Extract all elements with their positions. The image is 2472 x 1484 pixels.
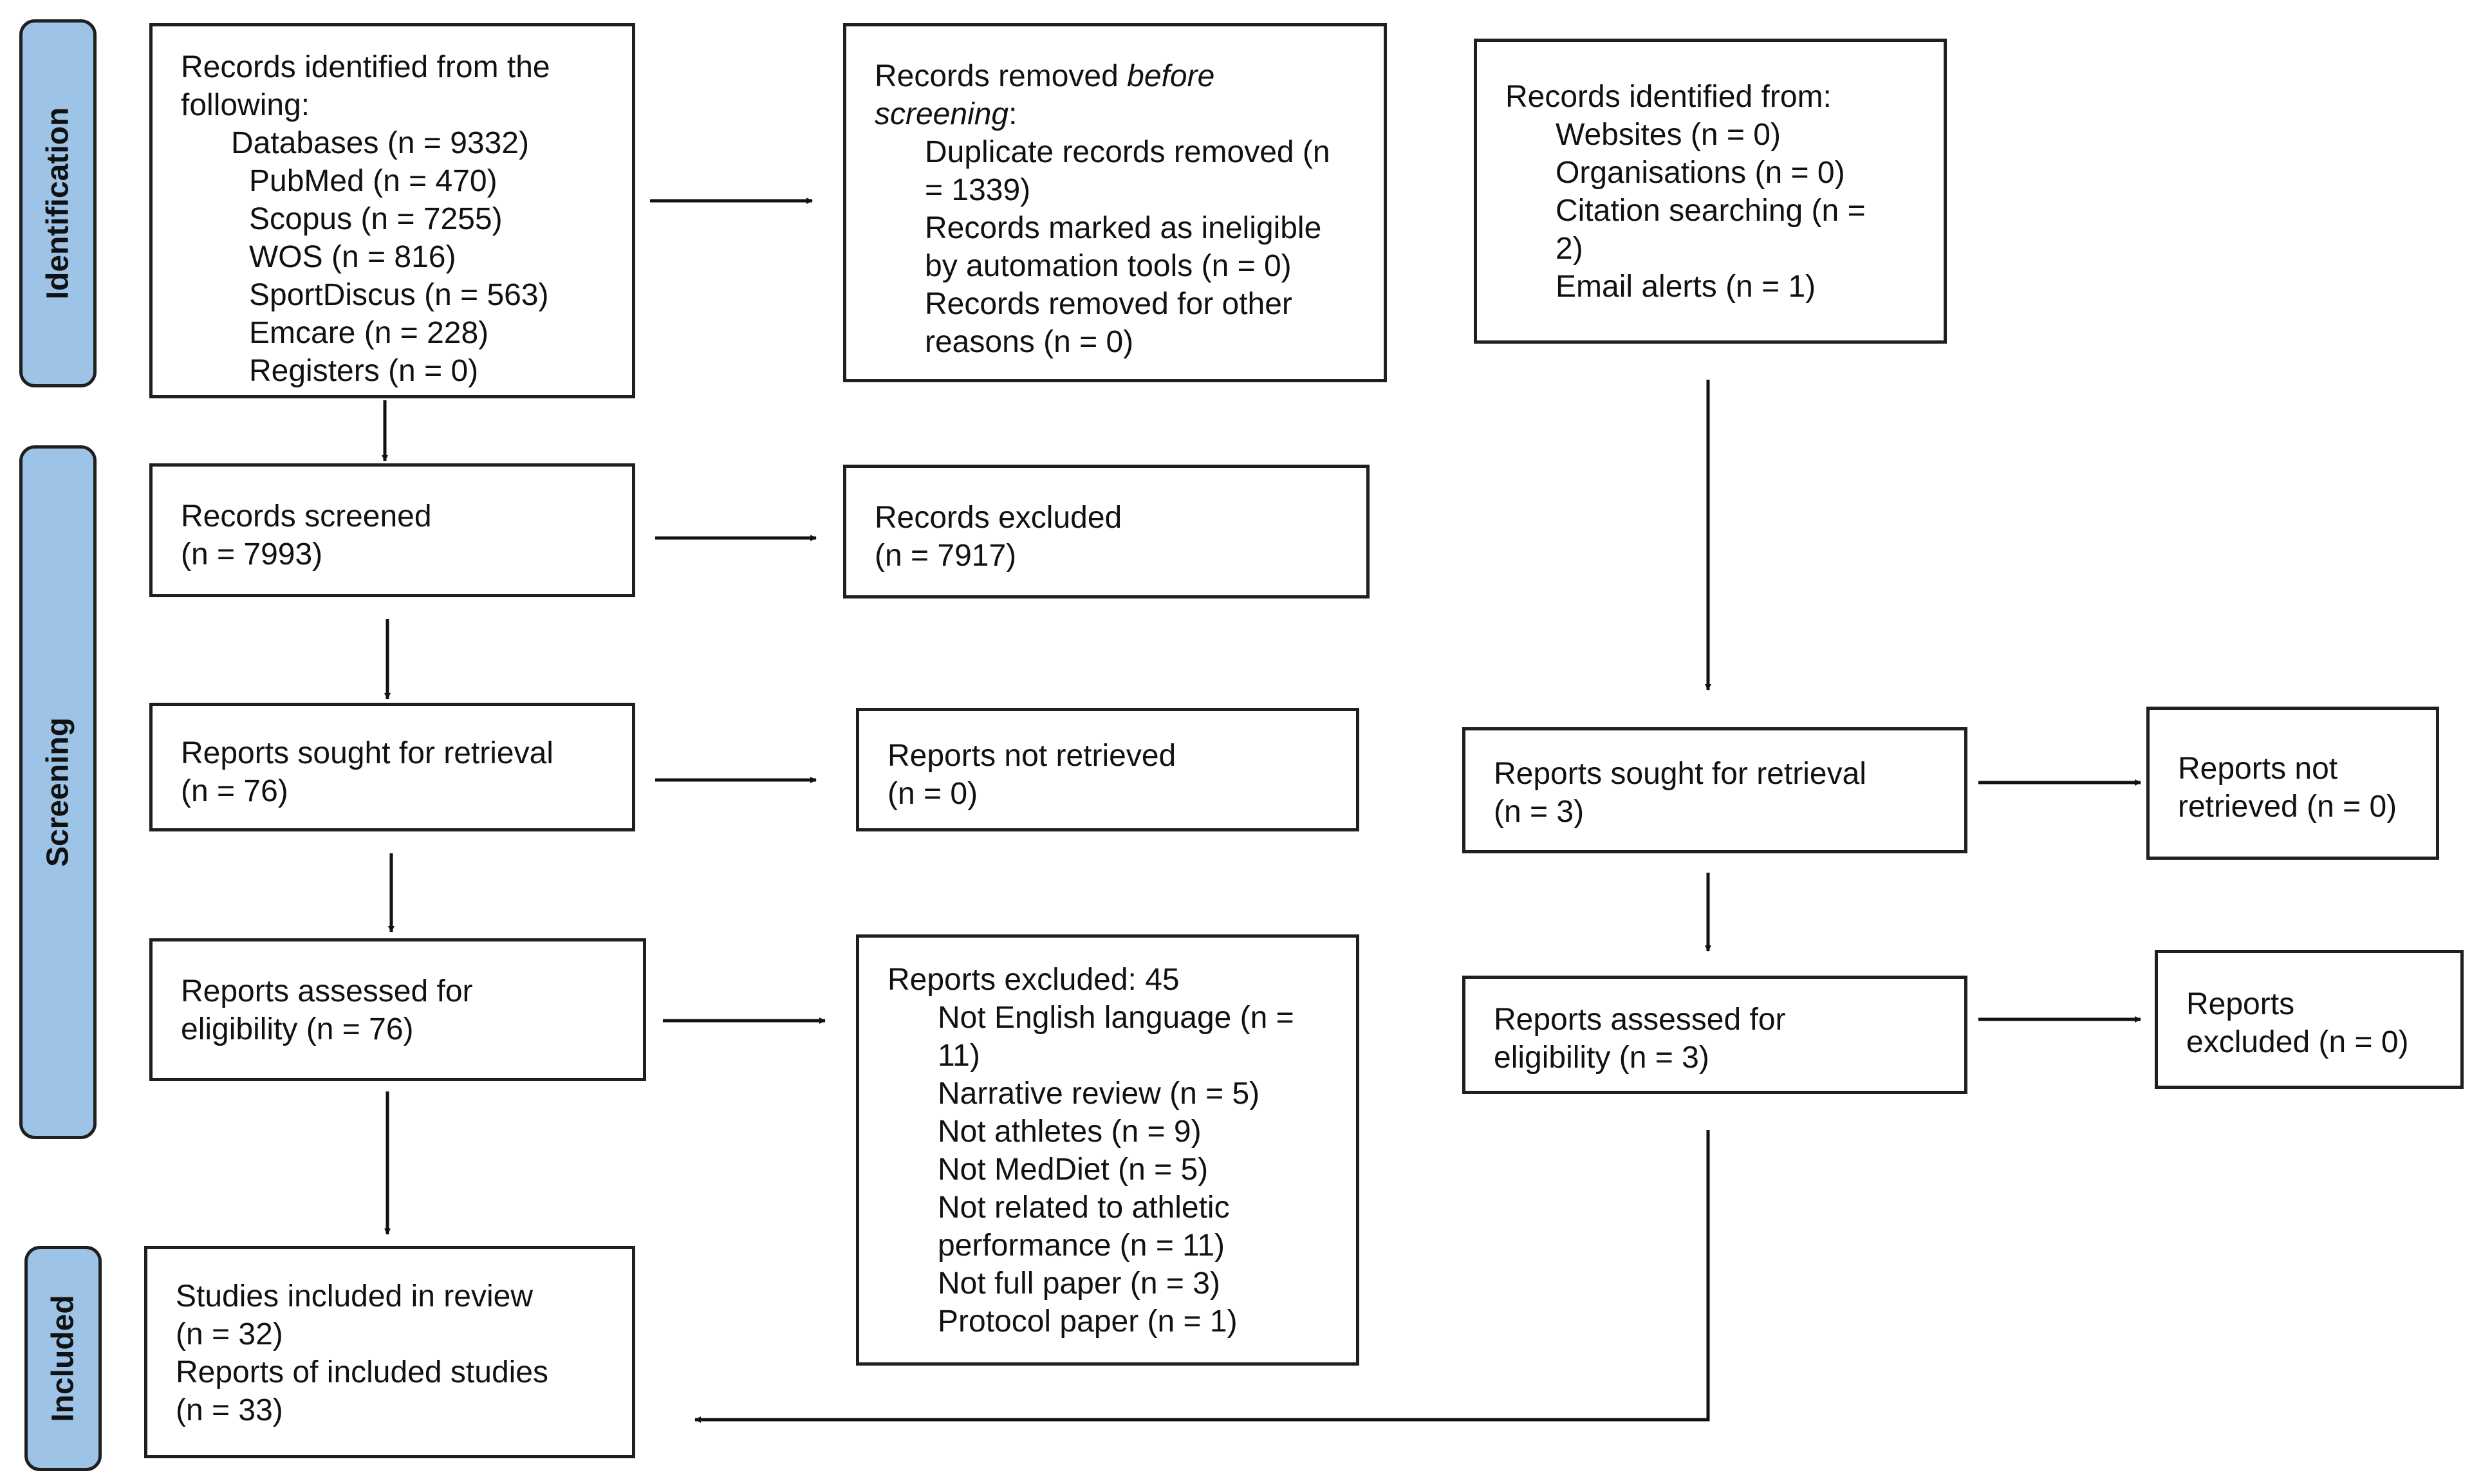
text-line: (n = 32) <box>176 1317 283 1351</box>
exclusion-reason: Not related to athletic <box>938 1191 1230 1225</box>
text-line: Reports assessed for <box>1494 1003 1786 1037</box>
text-line: Reports not retrieved <box>888 739 1176 773</box>
text-line: Records removed before <box>875 57 1358 95</box>
other-reports-not-retrieved-box: Reports not retrieved (n = 0) <box>2146 707 2439 860</box>
other-reports-assessed-box: Reports assessed for eligibility (n = 3) <box>1462 976 1967 1094</box>
text-line: Records identified from: <box>1505 80 1832 114</box>
text-line: excluded (n = 0) <box>2186 1025 2409 1059</box>
registers-count: Registers (n = 0) <box>249 354 479 388</box>
sportdiscus-count: SportDiscus (n = 563) <box>249 278 549 312</box>
text-line: Records excluded <box>875 501 1122 535</box>
text-line: Reports excluded: 45 <box>888 963 1180 997</box>
websites-count: Websites (n = 0) <box>1556 118 1781 152</box>
text-line: Reports sought for retrieval <box>1494 757 1866 791</box>
text-line: Reports sought for retrieval <box>181 736 553 770</box>
reports-excluded-box: Reports excluded: 45 Not English languag… <box>856 934 1359 1366</box>
exclusion-reason: Not full paper (n = 3) <box>938 1266 1220 1301</box>
text-fragment: Records removed <box>875 59 1128 93</box>
citation-searching-count: 2) <box>1556 232 1583 266</box>
phase-included: Included <box>24 1246 102 1471</box>
records-identified-databases-box: Records identified from the following: D… <box>149 23 635 398</box>
citation-searching-count: Citation searching (n = <box>1556 194 1866 228</box>
exclusion-reason: Not English language (n = <box>938 1001 1294 1035</box>
other-reports-excluded-box: Reports excluded (n = 0) <box>2155 950 2464 1089</box>
reports-not-retrieved-box: Reports not retrieved (n = 0) <box>856 708 1359 831</box>
text-line: retrieved (n = 0) <box>2178 790 2397 824</box>
text-fragment-italic: before <box>1127 59 1215 93</box>
email-alerts-count: Email alerts (n = 1) <box>1556 270 1816 304</box>
other-reports-sought-box: Reports sought for retrieval (n = 3) <box>1462 727 1967 853</box>
text-line: Reports of included studies <box>176 1355 548 1389</box>
text-line: Reports not <box>2178 752 2338 786</box>
records-identified-other-box: Records identified from: Websites (n = 0… <box>1474 39 1947 344</box>
exclusion-reason: Not MedDiet (n = 5) <box>938 1153 1209 1187</box>
exclusion-reason: Not athletes (n = 9) <box>938 1115 1202 1149</box>
text-line: (n = 76) <box>181 774 288 808</box>
text-line: (n = 3) <box>1494 795 1584 829</box>
text-fragment: : <box>1008 97 1018 131</box>
text-line: (n = 0) <box>888 777 978 811</box>
studies-included-box: Studies included in review (n = 32) Repo… <box>144 1246 635 1458</box>
other-removed: reasons (n = 0) <box>925 325 1134 359</box>
duplicates-removed: = 1339) <box>925 173 1031 207</box>
text-line: Records screened <box>181 499 432 533</box>
text-line: Reports <box>2186 987 2295 1021</box>
exclusion-reason: Narrative review (n = 5) <box>938 1077 1260 1111</box>
exclusion-reason: 11) <box>938 1039 980 1073</box>
text-line: Studies included in review <box>176 1279 533 1313</box>
duplicates-removed: Duplicate records removed (n <box>925 135 1330 169</box>
wos-count: WOS (n = 816) <box>249 240 456 274</box>
organisations-count: Organisations (n = 0) <box>1556 156 1845 190</box>
text-line: (n = 7917) <box>875 539 1017 573</box>
automation-removed: by automation tools (n = 0) <box>925 249 1292 283</box>
text-line: screening: <box>875 95 1358 133</box>
records-excluded-box: Records excluded (n = 7917) <box>843 465 1370 598</box>
pubmed-count: PubMed (n = 470) <box>249 164 497 198</box>
reports-sought-box: Reports sought for retrieval (n = 76) <box>149 703 635 831</box>
databases-count: Databases (n = 9332) <box>231 126 529 160</box>
records-screened-box: Records screened (n = 7993) <box>149 463 635 597</box>
exclusion-reason: performance (n = 11) <box>938 1229 1225 1263</box>
emcare-count: Emcare (n = 228) <box>249 316 489 350</box>
other-removed: Records removed for other <box>925 287 1292 321</box>
text-line: Reports assessed for <box>181 974 473 1008</box>
automation-removed: Records marked as ineligible <box>925 211 1322 245</box>
text-line: (n = 33) <box>176 1393 283 1427</box>
text-line: Records identified from the <box>181 50 550 84</box>
text-line: eligibility (n = 3) <box>1494 1041 1709 1075</box>
text-line: following: <box>181 88 310 122</box>
scopus-count: Scopus (n = 7255) <box>249 202 503 236</box>
text-line: eligibility (n = 76) <box>181 1012 414 1046</box>
phase-identification: Identification <box>19 19 97 387</box>
phase-screening: Screening <box>19 445 97 1139</box>
text-line: (n = 7993) <box>181 537 323 571</box>
reports-assessed-box: Reports assessed for eligibility (n = 76… <box>149 938 646 1081</box>
arrow-other-to-included <box>694 1130 1710 1423</box>
records-removed-box: Records removed before screening: Duplic… <box>843 23 1387 382</box>
text-fragment-italic: screening <box>875 97 1009 131</box>
exclusion-reason: Protocol paper (n = 1) <box>938 1304 1238 1339</box>
